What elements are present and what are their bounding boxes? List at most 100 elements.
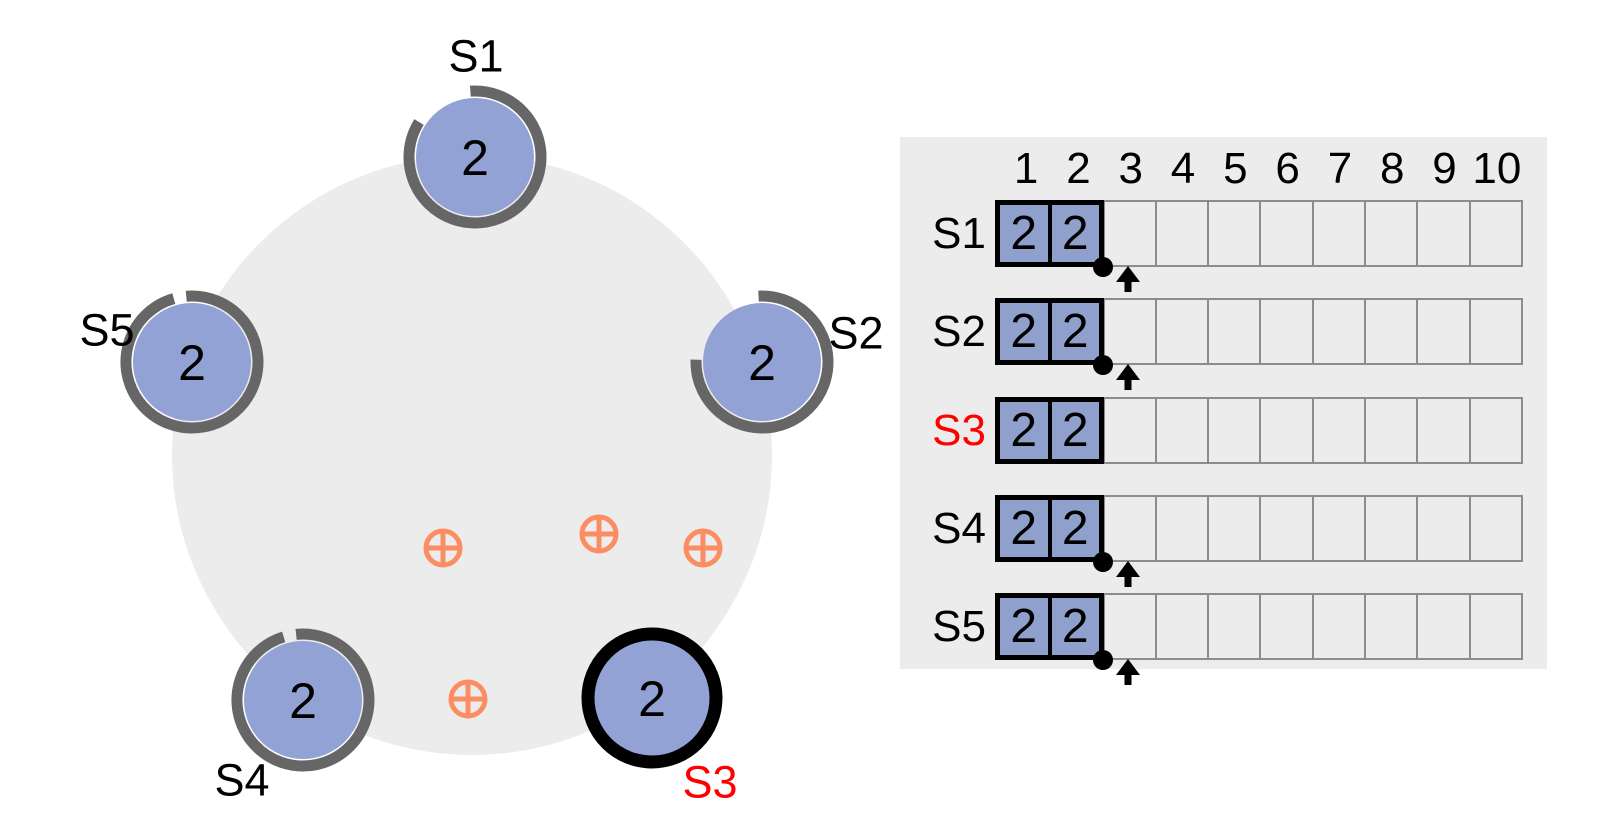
server-body [416, 98, 534, 216]
log-slots: 2 2 [995, 298, 1523, 390]
log-entry: 2 [1000, 303, 1052, 360]
log-entries: 2 2 [995, 397, 1104, 464]
log-slot [1156, 593, 1210, 660]
log-column-header: 5 [1223, 144, 1248, 193]
log-slot [1313, 495, 1367, 562]
log-slot [1313, 200, 1367, 267]
log-slot [1209, 200, 1262, 267]
log-slot [1104, 593, 1157, 660]
server-node-s2[interactable]: 2 [687, 287, 837, 437]
log-entry: 2 [1000, 402, 1052, 459]
log-column-header: 1 [1013, 144, 1039, 193]
log-row-label: S1 [932, 209, 986, 258]
log-slots: 2 2 [995, 200, 1523, 292]
log-slot [1470, 298, 1523, 365]
log-slot [1156, 298, 1210, 365]
log-slot [1366, 397, 1419, 464]
log-slot [1470, 495, 1523, 562]
log-panel: 1 2 3 4 5 6 7 8 9 10 S1 [900, 137, 1547, 685]
log-column-header: 4 [1170, 144, 1196, 193]
log-slots: 2 2 [995, 495, 1523, 587]
log-slot [1104, 495, 1157, 562]
log-slot [1261, 298, 1314, 365]
log-entry: 2 [1061, 206, 1089, 260]
server-label-s3: S3 [682, 756, 738, 808]
log-slot [1470, 593, 1523, 660]
server-body [593, 639, 711, 757]
server-node-s1[interactable]: 2 [400, 82, 550, 232]
log-slot [1104, 397, 1157, 464]
server-term: 2 [289, 673, 317, 729]
log-entry: 2 [1000, 598, 1052, 655]
log-end-dot [1093, 552, 1113, 572]
server-node-s4[interactable]: 2 [228, 625, 378, 775]
log-column-header: 8 [1379, 144, 1405, 193]
log-column-header: 2 [1066, 144, 1091, 193]
log-row-s3: S3 2 2 [900, 397, 1547, 464]
commit-index-arrow-icon [1116, 659, 1140, 685]
log-slot [1418, 593, 1471, 660]
commit-index-arrow-icon [1116, 561, 1140, 587]
log-entry: 2 [1061, 599, 1089, 653]
log-entry: 2 [1061, 403, 1089, 457]
commit-index-arrow-icon [1116, 364, 1140, 390]
log-slot [1418, 200, 1471, 267]
commit-index-arrow-icon [1116, 266, 1140, 292]
server-body [133, 303, 251, 421]
log-slot [1261, 200, 1314, 267]
server-body [244, 641, 362, 759]
server-node-s5[interactable]: 2 [117, 287, 267, 437]
log-slot [1366, 298, 1419, 365]
log-end-dot [1093, 650, 1113, 670]
log-slot [1209, 298, 1262, 365]
log-column-header: 3 [1118, 144, 1143, 193]
log-row-label: S2 [932, 307, 986, 356]
leader-ring [581, 627, 723, 769]
log-column-header: 6 [1275, 144, 1300, 193]
vote-granted-message-icon[interactable] [681, 526, 725, 570]
log-slot [1104, 298, 1157, 365]
log-slot [1261, 593, 1314, 660]
log-slots: 2 2 [995, 397, 1523, 464]
log-row-s5: S5 2 2 [900, 593, 1547, 685]
log-slot [1209, 495, 1262, 562]
log-entries: 2 2 [995, 200, 1104, 267]
log-slot [1261, 397, 1314, 464]
election-timer-arc [403, 85, 547, 229]
cluster-diagram: 2 2 2 2 [79, 34, 884, 808]
log-slot [1418, 495, 1471, 562]
log-slot [1470, 397, 1523, 464]
server-term: 2 [178, 335, 206, 391]
log-slots: 2 2 [995, 593, 1523, 685]
log-column-header: 10 [1472, 144, 1522, 193]
log-entry: 2 [1000, 500, 1052, 557]
log-row-label: S3 [932, 406, 986, 455]
election-timer-arc [231, 628, 375, 772]
log-slot [1470, 200, 1523, 267]
log-entry: 2 [1061, 304, 1089, 358]
log-slot [1313, 593, 1367, 660]
log-slot [1313, 298, 1367, 365]
server-label-s5: S5 [79, 304, 135, 356]
log-slot [1366, 200, 1419, 267]
server-body [703, 303, 821, 421]
log-slot [1209, 397, 1262, 464]
log-slot [1104, 200, 1157, 267]
server-term: 2 [748, 335, 776, 391]
log-row-s4: S4 2 2 [900, 495, 1547, 587]
server-term: 2 [638, 671, 666, 727]
log-slot [1156, 495, 1210, 562]
log-column-header: 9 [1432, 144, 1457, 193]
server-label-s2: S2 [828, 307, 884, 359]
election-timer-arc [120, 290, 264, 434]
log-slot [1313, 397, 1367, 464]
server-label-s4: S4 [214, 754, 270, 806]
log-entry: 2 [1061, 501, 1089, 555]
log-slot [1156, 397, 1210, 464]
vote-granted-message-icon[interactable] [446, 677, 490, 721]
vote-granted-message-icon[interactable] [421, 526, 465, 570]
server-node-s3[interactable]: 2 [577, 623, 727, 773]
log-slot [1418, 397, 1471, 464]
vote-granted-message-icon[interactable] [577, 512, 621, 556]
log-slot [1366, 593, 1419, 660]
